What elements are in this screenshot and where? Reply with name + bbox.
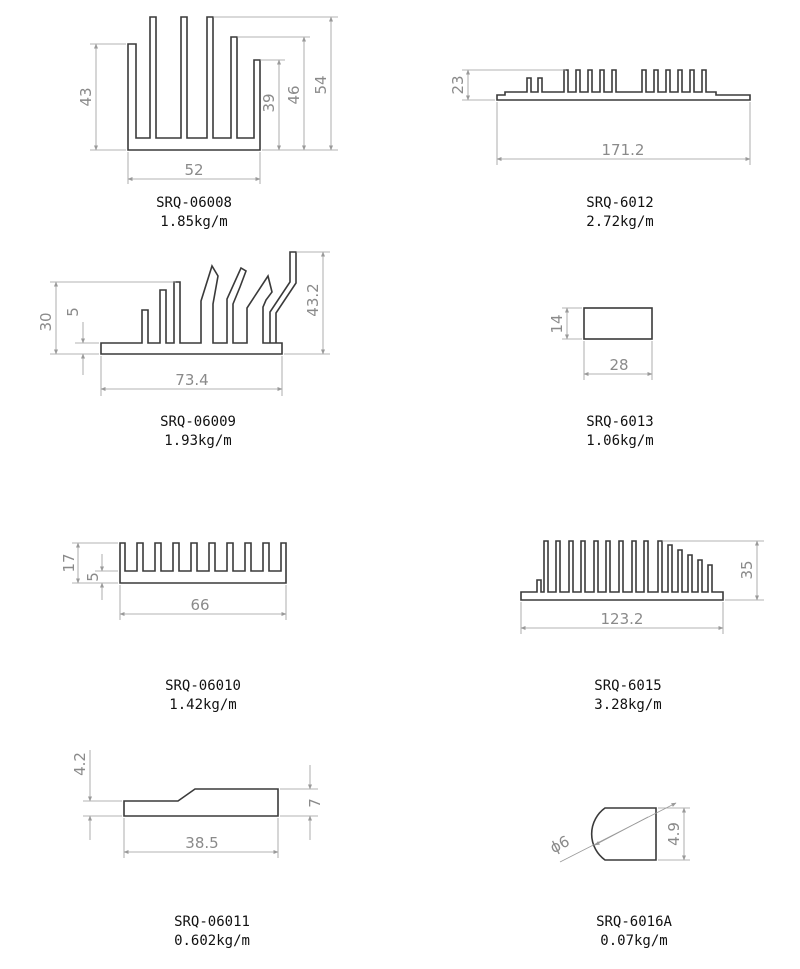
model-label: SRQ-06008 — [156, 195, 232, 211]
dim-height-right: 43.2 — [304, 283, 322, 316]
weight-label: 0.07kg/m — [600, 933, 667, 949]
dim-height-right: 7 — [306, 798, 324, 808]
heatsink-outline — [496, 69, 751, 101]
heatsink-outline — [119, 542, 287, 584]
dim-base: 5 — [64, 307, 82, 317]
model-label: SRQ-6013 — [586, 414, 653, 430]
heatsink-outline — [100, 251, 297, 355]
model-label: SRQ-06009 — [160, 414, 236, 430]
dim-height-total: 54 — [312, 75, 330, 94]
model-label: SRQ-6016A — [596, 914, 672, 930]
dim-width: 73.4 — [175, 371, 208, 389]
profile-srq-06009: 30 5 43.2 73.4 SRQ-06009 1.93kg/m — [37, 251, 330, 449]
dim-base: 5 — [84, 572, 102, 582]
weight-label: 1.06kg/m — [586, 433, 653, 449]
dim-width: 28 — [609, 356, 628, 374]
profile-srq-06011: 4.2 7 38.5 SRQ-06011 0.602kg/m — [71, 750, 324, 949]
profile-srq-06008: 43 39 46 54 52 SRQ-06008 1.85kg/m — [77, 16, 338, 230]
dim-height: 35 — [738, 560, 756, 579]
dim-diameter: ϕ6 — [547, 832, 573, 857]
dim-height-c: 39 — [260, 93, 278, 112]
model-label: SRQ-6012 — [586, 195, 653, 211]
weight-label: 1.85kg/m — [160, 214, 227, 230]
dim-width: 171.2 — [602, 141, 645, 159]
dim-width: 52 — [184, 161, 203, 179]
weight-label: 1.42kg/m — [169, 697, 236, 713]
profile-srq-6016a: ϕ6 4.9 SRQ-6016A 0.07kg/m — [547, 802, 690, 949]
heatsink-outline — [123, 788, 279, 817]
dim-height-b: 46 — [285, 85, 303, 104]
dim-height-left: 30 — [37, 312, 55, 331]
bar-outline — [583, 307, 653, 340]
dim-width: 123.2 — [601, 610, 644, 628]
profile-srq-6012: 23 171.2 SRQ-6012 2.72kg/m — [449, 69, 751, 230]
dim-height: 14 — [548, 314, 566, 333]
model-label: SRQ-6015 — [594, 678, 661, 694]
pin-outline — [590, 807, 657, 861]
profile-srq-6015: 35 123.2 SRQ-6015 3.28kg/m — [520, 540, 764, 713]
dim-height-left: 4.2 — [71, 752, 89, 776]
heatsink-outline — [127, 16, 261, 151]
weight-label: 0.602kg/m — [174, 933, 250, 949]
dim-height-left: 43 — [77, 87, 95, 106]
model-label: SRQ-06011 — [174, 914, 250, 930]
dim-height: 23 — [449, 75, 467, 94]
dim-width: 38.5 — [185, 834, 218, 852]
weight-label: 1.93kg/m — [164, 433, 231, 449]
weight-label: 3.28kg/m — [594, 697, 661, 713]
model-label: SRQ-06010 — [165, 678, 241, 694]
dim-height: 17 — [60, 553, 78, 572]
heatsink-outline — [520, 540, 724, 601]
dim-height: 4.9 — [665, 822, 683, 846]
weight-label: 2.72kg/m — [586, 214, 653, 230]
dim-width: 66 — [190, 596, 209, 614]
profile-srq-06010: 17 5 66 SRQ-06010 1.42kg/m — [60, 542, 287, 713]
profile-srq-6013: 14 28 SRQ-6013 1.06kg/m — [548, 307, 654, 449]
